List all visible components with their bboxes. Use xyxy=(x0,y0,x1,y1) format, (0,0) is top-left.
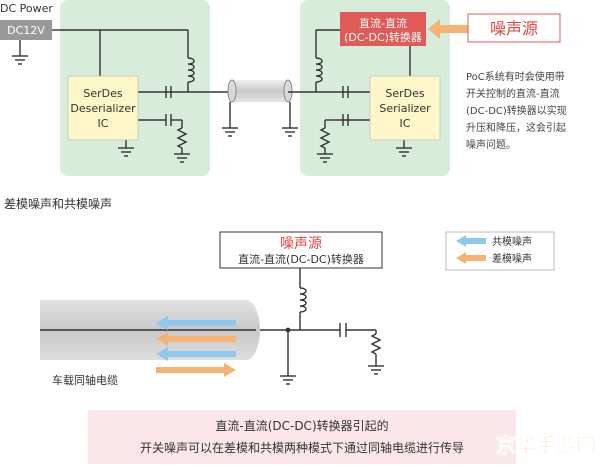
svg-text:开关控制的直流-直流: 开关控制的直流-直流 xyxy=(466,87,560,100)
bottom-wiring xyxy=(256,268,384,385)
top-noise-source-label: 噪声源 xyxy=(490,19,538,38)
right-panel-wiring xyxy=(315,29,412,163)
deserializer-line-3: IC xyxy=(98,117,109,130)
legend-differential-label: 差模噪声 xyxy=(492,252,532,265)
dcdc-line-2: (DC-DC)转换器 xyxy=(344,30,422,44)
dcdc-line-1: 直流-直流 xyxy=(359,16,407,30)
dcdc-converter-box xyxy=(340,12,426,46)
dc-power-label: DC Power xyxy=(0,2,53,15)
bottom-noise-title: 噪声源 xyxy=(280,236,322,252)
power-ground xyxy=(12,29,60,65)
differential-mode-arrow-1-icon xyxy=(156,332,236,346)
top-coax-cable xyxy=(232,80,288,102)
common-mode-arrow-1-icon xyxy=(156,316,236,330)
noise-arrow-icon xyxy=(428,19,468,39)
serializer-ic xyxy=(369,75,441,141)
svg-text:升压和降压，这会引起: 升压和降压，这会引起 xyxy=(466,121,566,134)
serializer-line-2: Serializer xyxy=(379,102,431,115)
svg-text:(DC-DC)转换器以实现: (DC-DC)转换器以实现 xyxy=(466,104,567,117)
caption-line-1: 直流-直流(DC-DC)转换器引起的 xyxy=(215,418,388,433)
top-noise-source-box xyxy=(467,13,561,43)
dc12v-box xyxy=(0,20,52,40)
bottom-noise-source-box xyxy=(219,231,383,269)
section-title: 差模噪声和共模噪声 xyxy=(4,197,112,211)
svg-text:PoC系统有时会使用带: PoC系统有时会使用带 xyxy=(466,70,565,83)
deserializer-ic xyxy=(67,75,139,141)
bottom-noise-subtitle: 直流-直流(DC-DC)转换器 xyxy=(238,252,364,266)
legend-differential-arrow-icon xyxy=(456,252,486,264)
deserializer-line-2: Deserializer xyxy=(70,102,136,115)
dc12v-label: DC12V xyxy=(7,24,45,37)
description-text: PoC系统有时会使用带 开关控制的直流-直流 (DC-DC)转换器以实现 升压和… xyxy=(466,70,567,151)
caption-line-2: 开关噪声可以在差模和共模两种模式下通过同轴电缆进行传导 xyxy=(140,440,464,455)
legend-common-arrow-icon xyxy=(456,235,486,247)
common-mode-arrow-2-icon xyxy=(156,347,236,361)
serializer-line-3: IC xyxy=(400,117,411,130)
deserializer-line-1: SerDes xyxy=(83,87,123,100)
legend-common-label: 共模噪声 xyxy=(492,235,532,248)
caption-box xyxy=(88,410,516,464)
differential-mode-arrow-2-icon xyxy=(156,363,236,377)
svg-text:噪声问题。: 噪声问题。 xyxy=(466,138,516,151)
watermark: 京华手游网 xyxy=(496,433,596,457)
serializer-line-1: SerDes xyxy=(385,87,425,100)
left-panel-wiring xyxy=(60,29,232,163)
cable-label: 车载同轴电缆 xyxy=(52,373,118,387)
